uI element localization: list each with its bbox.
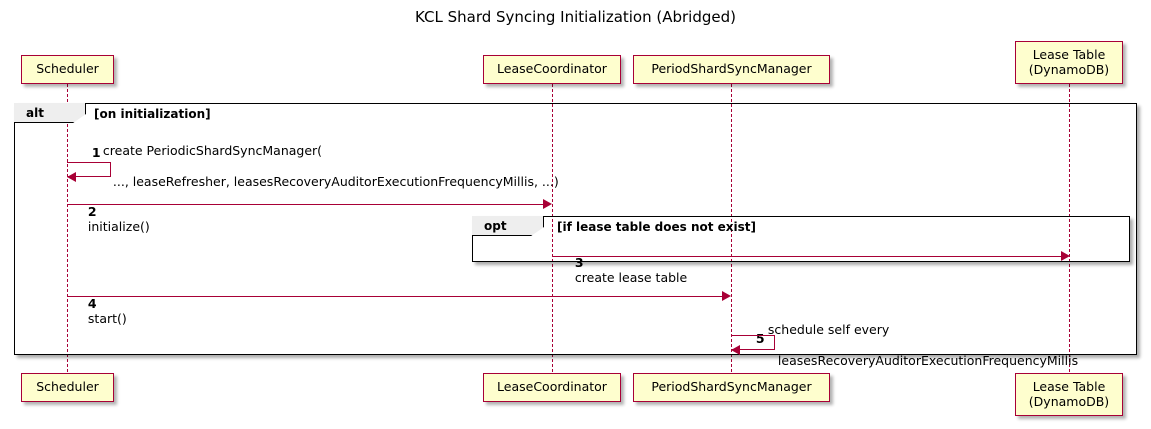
message-3-number: 3	[574, 254, 584, 270]
message-1-text: create PeriodicShardSyncManager( ..., le…	[87, 127, 559, 205]
message-1-text-line2: ..., leaseRefresher, leasesRecoveryAudit…	[112, 173, 559, 189]
message-5-text-line2: leasesRecoveryAuditorExecutionFrequencyM…	[777, 352, 1079, 368]
message-2-text-line1: initialize()	[87, 219, 150, 235]
fragment-opt-operator-tab: opt	[472, 216, 544, 236]
participant-label: LeaseCoordinator	[497, 379, 607, 395]
message-5-text: schedule self every leasesRecoveryAudito…	[752, 306, 1078, 384]
message-4-line	[67, 296, 724, 297]
participant-scheduler-bottom[interactable]: Scheduler	[21, 373, 114, 402]
message-2-arrow-head	[543, 199, 552, 209]
message-4-number: 4	[87, 295, 97, 311]
message-1-arrow-head	[67, 172, 76, 182]
message-5-number: 5	[755, 330, 765, 346]
fragment-alt-operator-tab: alt	[14, 103, 86, 123]
participant-period-shard-sync-manager-top[interactable]: PeriodShardSyncManager	[633, 55, 830, 84]
message-2-line	[67, 204, 545, 205]
fragment-opt-guard: [if lease table does not exist]	[557, 220, 756, 234]
participant-lease-table-top[interactable]: Lease Table (DynamoDB)	[1015, 41, 1123, 84]
message-3-line	[552, 256, 1063, 257]
fragment-alt	[14, 103, 1137, 355]
message-5-text-line1: schedule self every	[767, 321, 890, 337]
message-3-label: 3 create lease table	[559, 239, 687, 302]
lifeline-period-shard-sync-manager	[731, 84, 732, 372]
lifeline-scheduler	[67, 84, 68, 372]
fragment-operator-label: opt	[484, 218, 507, 233]
participant-label: PeriodShardSyncManager	[651, 61, 812, 77]
message-2-number: 2	[87, 203, 97, 219]
fragment-guard-label: [if lease table does not exist]	[557, 220, 757, 234]
participant-lease-coordinator-bottom[interactable]: LeaseCoordinator	[483, 373, 621, 402]
participant-period-shard-sync-manager-bottom[interactable]: PeriodShardSyncManager	[633, 373, 830, 402]
participant-label: Lease Table (DynamoDB)	[1028, 46, 1110, 77]
message-5-self-loop	[731, 335, 775, 350]
message-1-self-loop	[67, 162, 111, 177]
lifeline-lease-table	[1069, 84, 1070, 372]
participant-lease-coordinator-top[interactable]: LeaseCoordinator	[483, 55, 621, 84]
message-5-label: 5	[740, 315, 765, 362]
message-1-label: 1	[76, 129, 101, 176]
fragment-alt-guard: [on initialization]	[94, 107, 211, 121]
participant-label: LeaseCoordinator	[497, 61, 607, 77]
message-1-text-line1: create PeriodicShardSyncManager(	[102, 142, 323, 158]
participant-label: Scheduler	[36, 61, 99, 77]
fragment-guard-label: [on initialization]	[94, 107, 211, 121]
message-3-arrow-head	[1061, 251, 1070, 261]
participant-label: Lease Table (DynamoDB)	[1028, 378, 1110, 409]
message-4-text-line1: start()	[87, 311, 127, 327]
message-4-label: 4 start()	[72, 280, 127, 343]
message-4-arrow-head	[722, 291, 731, 301]
message-1-number: 1	[91, 144, 101, 160]
message-5-arrow-head	[731, 345, 740, 355]
message-3-text-line1: create lease table	[574, 270, 688, 286]
lifeline-lease-coordinator	[552, 84, 553, 372]
message-2-label: 2 initialize()	[72, 188, 150, 251]
fragment-opt	[472, 216, 1130, 262]
participant-label: PeriodShardSyncManager	[651, 379, 812, 395]
participant-lease-table-bottom[interactable]: Lease Table (DynamoDB)	[1015, 373, 1123, 416]
fragment-operator-label: alt	[26, 105, 44, 120]
page-title: KCL Shard Syncing Initialization (Abridg…	[415, 8, 736, 26]
participant-scheduler-top[interactable]: Scheduler	[21, 55, 114, 84]
participant-label: Scheduler	[36, 379, 99, 395]
